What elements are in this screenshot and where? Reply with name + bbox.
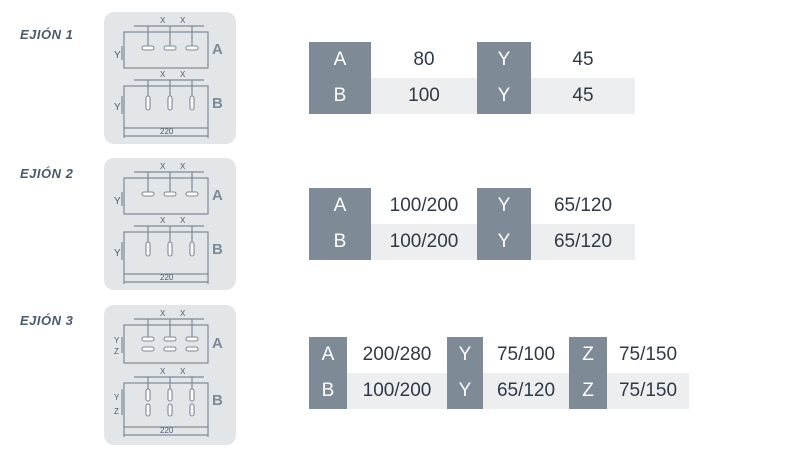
value-cell: 65/120	[531, 188, 635, 224]
svg-text:X: X	[160, 16, 166, 25]
key-cell: B	[309, 78, 371, 114]
svg-text:X: X	[180, 309, 186, 318]
value-cell: 200/280	[347, 337, 447, 373]
section-1-diagram: X X Y A X X Y B 220	[104, 12, 236, 144]
table-row: B 100/200 Y 65/120 Z 75/150	[309, 373, 689, 409]
svg-text:Z: Z	[114, 407, 119, 416]
section-3-table: A 200/280 Y 75/100 Z 75/150 B 100/200 Y …	[309, 337, 689, 409]
svg-text:Y: Y	[114, 248, 121, 259]
key-cell: Y	[477, 78, 531, 114]
value-cell: 45	[531, 78, 635, 114]
value-cell: 100/200	[347, 373, 447, 409]
value-cell: 80	[371, 42, 477, 78]
value-cell: 75/150	[607, 373, 689, 409]
table-row: B 100 Y 45	[309, 78, 635, 114]
table-row: B 100/200 Y 65/120	[309, 224, 635, 260]
table-row: A 100/200 Y 65/120	[309, 188, 635, 224]
value-cell: 65/120	[483, 373, 569, 409]
svg-text:A: A	[212, 187, 223, 204]
svg-text:220: 220	[160, 426, 174, 435]
section-1-label: EJIÓN 1	[20, 27, 74, 42]
svg-text:X: X	[180, 16, 186, 25]
svg-text:Y: Y	[114, 196, 121, 207]
svg-text:X: X	[160, 309, 166, 318]
table-row: A 200/280 Y 75/100 Z 75/150	[309, 337, 689, 373]
svg-text:X: X	[180, 216, 186, 225]
key-cell: B	[309, 224, 371, 260]
svg-text:220: 220	[160, 127, 174, 136]
value-cell: 75/150	[607, 337, 689, 373]
key-cell: Z	[569, 373, 607, 409]
section-2-table: A 100/200 Y 65/120 B 100/200 Y 65/120	[309, 188, 635, 260]
svg-text:Y: Y	[114, 50, 121, 61]
svg-text:B: B	[212, 95, 223, 112]
key-cell: Y	[477, 224, 531, 260]
section-2-label: EJIÓN 2	[20, 166, 74, 181]
value-cell: 65/120	[531, 224, 635, 260]
svg-text:B: B	[212, 241, 223, 258]
svg-text:220: 220	[160, 273, 174, 282]
key-cell: Z	[569, 337, 607, 373]
value-cell: 75/100	[483, 337, 569, 373]
key-cell: B	[309, 373, 347, 409]
key-cell: Y	[477, 188, 531, 224]
svg-text:Y: Y	[114, 102, 121, 113]
svg-text:X: X	[160, 70, 166, 79]
svg-text:A: A	[212, 335, 223, 352]
svg-text:Y: Y	[114, 336, 120, 345]
value-cell: 45	[531, 42, 635, 78]
key-cell: A	[309, 42, 371, 78]
svg-text:X: X	[160, 162, 166, 171]
key-cell: A	[309, 337, 347, 373]
value-cell: 100/200	[371, 188, 477, 224]
svg-text:X: X	[160, 367, 166, 376]
svg-text:Z: Z	[114, 347, 119, 356]
svg-text:A: A	[212, 41, 223, 58]
key-cell: Y	[477, 42, 531, 78]
section-2-diagram: X X Y A X X Y B 220	[104, 158, 236, 290]
table-row: A 80 Y 45	[309, 42, 635, 78]
svg-text:B: B	[212, 392, 223, 409]
key-cell: A	[309, 188, 371, 224]
value-cell: 100	[371, 78, 477, 114]
svg-text:X: X	[180, 162, 186, 171]
svg-text:X: X	[180, 70, 186, 79]
key-cell: Y	[447, 373, 483, 409]
svg-text:X: X	[180, 367, 186, 376]
section-3-diagram: X X Y Z A X X Y Z B 220	[104, 305, 236, 445]
key-cell: Y	[447, 337, 483, 373]
section-3-label: EJIÓN 3	[20, 313, 74, 328]
section-1-table: A 80 Y 45 B 100 Y 45	[309, 42, 635, 114]
svg-text:X: X	[160, 216, 166, 225]
value-cell: 100/200	[371, 224, 477, 260]
svg-text:Y: Y	[114, 393, 120, 402]
